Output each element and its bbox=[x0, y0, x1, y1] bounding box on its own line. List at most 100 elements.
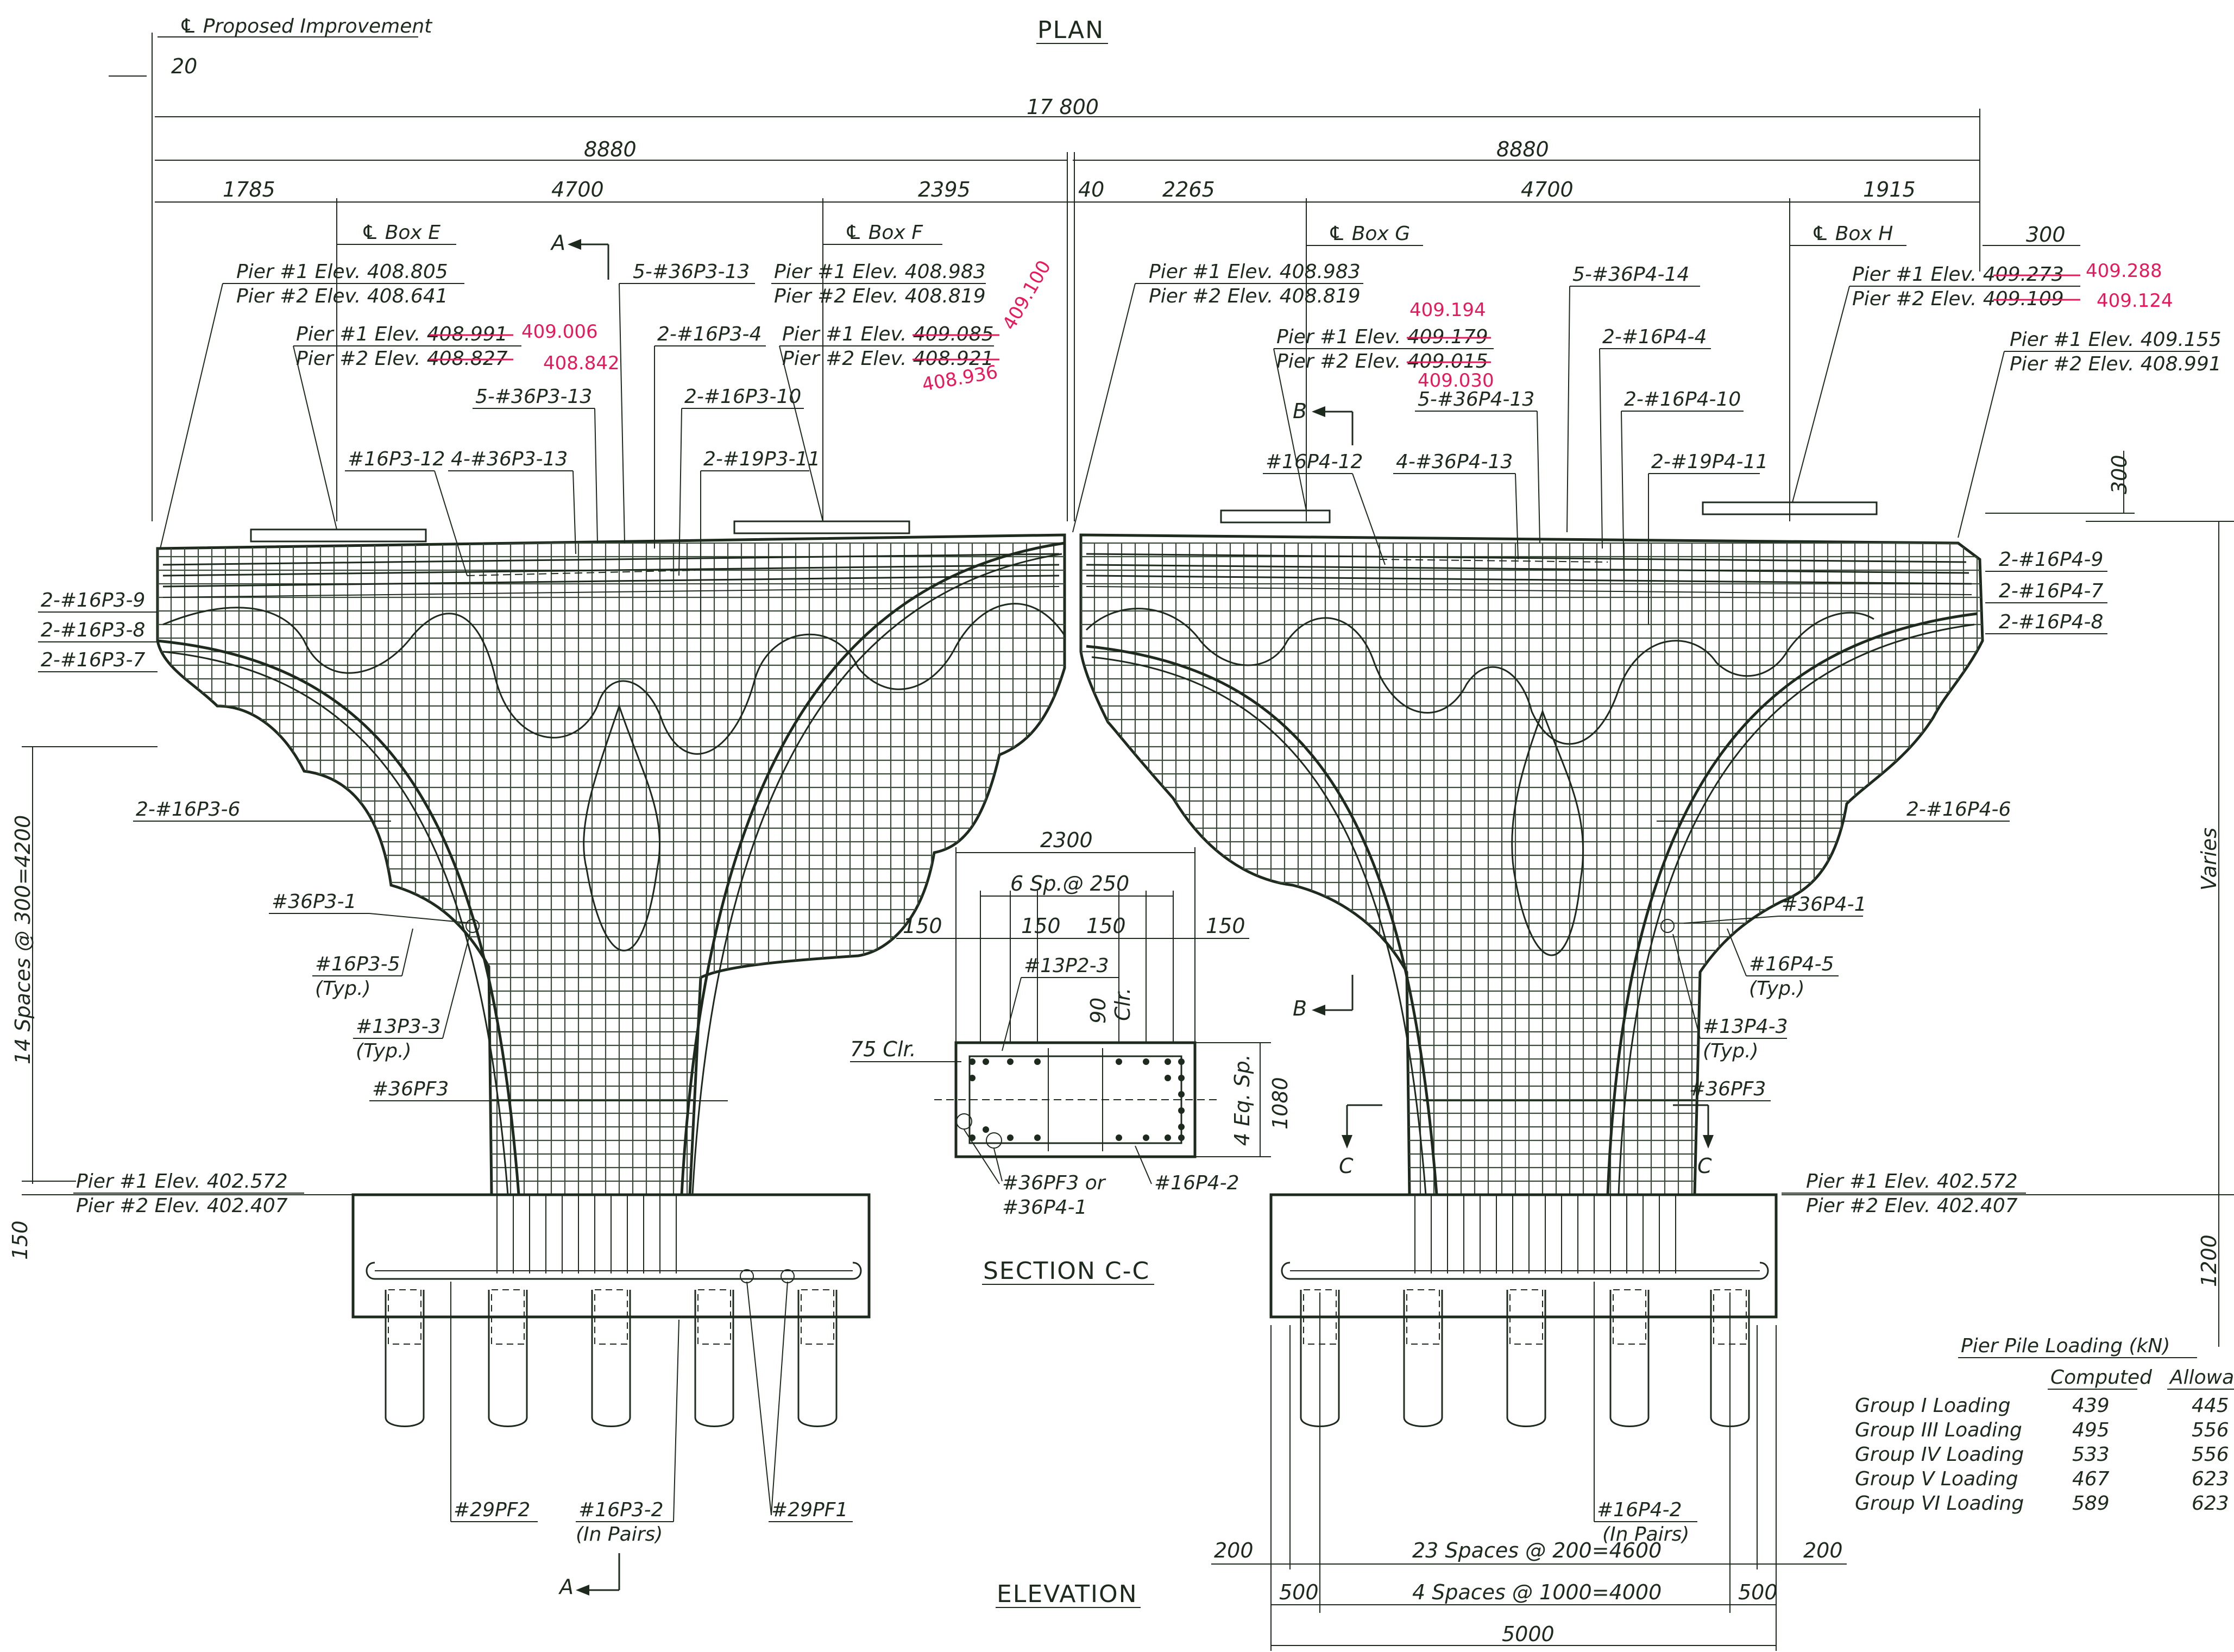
bar-16p4-2-pairs: (In Pairs) bbox=[1602, 1523, 1689, 1546]
proposed-improvement-label: ℄ Proposed Improvement bbox=[179, 15, 433, 37]
bar-16p3-2: #16P3-2 bbox=[578, 1499, 663, 1521]
dim-4700-right: 4700 bbox=[1521, 178, 1574, 201]
dim-8880-left: 8880 bbox=[584, 137, 637, 161]
elev-r4a: Pier #1 Elev. 409.155 bbox=[2010, 329, 2222, 351]
section-title: SECTION C-C bbox=[983, 1257, 1150, 1285]
elev-l1a: Pier #1 Elev. 408.805 bbox=[236, 261, 448, 283]
bar-5-36p4-13: 5-#36P4-13 bbox=[1418, 388, 1534, 411]
sec-bar-36p4-1: #36P4-1 bbox=[1002, 1196, 1087, 1219]
dim-500-left: 500 bbox=[1279, 1580, 1319, 1604]
cut-a-top: A bbox=[550, 231, 565, 255]
cut-b-bottom: B bbox=[1293, 997, 1307, 1020]
box-centerlines: ℄ Box E ℄ Box F ℄ Box G ℄ Box H 300 bbox=[337, 222, 2080, 247]
sec-dim-1080: 1080 bbox=[1268, 1077, 1292, 1130]
cut-c-right: C bbox=[1697, 1154, 1712, 1178]
elev-r4b: Pier #2 Elev. 408.991 bbox=[2010, 353, 2222, 375]
bar-16p4-5: #16P4-5 bbox=[1749, 953, 1834, 975]
right-pier bbox=[1079, 501, 1984, 1427]
plan-title: PLAN bbox=[1037, 16, 1104, 44]
sec-dim-150d: 150 bbox=[1206, 914, 1245, 938]
bar-16p3-5: #16P3-5 bbox=[315, 953, 400, 975]
loading-computed: 589 bbox=[2072, 1492, 2110, 1515]
corr-409124: 409.124 bbox=[2097, 290, 2173, 312]
bar-2-16p3-8: 2-#16P3-8 bbox=[41, 619, 145, 641]
bar-4-36p4-13: 4-#36P4-13 bbox=[1396, 451, 1513, 473]
loading-computed: 495 bbox=[2072, 1419, 2110, 1441]
sec-dim-2300: 2300 bbox=[1040, 828, 1093, 852]
bar-36pf3-left: #36PF3 bbox=[372, 1078, 449, 1100]
sec-dim-clr: Clr. bbox=[1111, 988, 1135, 1021]
loading-allowable: 445 bbox=[2192, 1395, 2229, 1417]
dim-20: 20 bbox=[171, 54, 197, 78]
top-dimensions: ℄ Proposed Improvement 20 17 800 8880 88… bbox=[109, 15, 1980, 521]
bar-16p4-2: #16P4-2 bbox=[1597, 1499, 1682, 1521]
sec-dim-150a: 150 bbox=[903, 914, 942, 938]
bar-2-19p4-11: 2-#19P4-11 bbox=[1651, 451, 1768, 473]
loading-col-allowable: Allowal bbox=[2169, 1366, 2234, 1389]
left-labels: Pier #1 Elev. 408.805 Pier #2 Elev. 408.… bbox=[8, 257, 1055, 1546]
loading-group: Group IV Loading bbox=[1855, 1443, 2024, 1466]
elev-bl-a: Pier #1 Elev. 402.572 bbox=[76, 1170, 288, 1193]
sec-dim-75clr: 75 Clr. bbox=[850, 1037, 916, 1061]
dim-1785: 1785 bbox=[223, 178, 275, 201]
bar-4-36p3-13: 4-#36P3-13 bbox=[451, 448, 568, 470]
dim-300-top: 300 bbox=[2026, 223, 2066, 247]
dim-2265: 2265 bbox=[1162, 178, 1215, 201]
bar-16p4-5-typ: (Typ.) bbox=[1749, 978, 1805, 1000]
dim-200-right: 200 bbox=[1803, 1538, 1843, 1562]
cut-b-top: B bbox=[1293, 399, 1307, 423]
corr-408842: 408.842 bbox=[543, 352, 620, 374]
bar-2-16p4-6: 2-#16P4-6 bbox=[1906, 798, 2011, 821]
left-pier bbox=[156, 520, 1066, 1427]
dim-40: 40 bbox=[1078, 178, 1104, 201]
bar-2-16p4-4: 2-#16P4-4 bbox=[1602, 326, 1707, 348]
dim-23-spaces: 23 Spaces @ 200=4600 bbox=[1412, 1538, 1662, 1562]
dim-5000: 5000 bbox=[1502, 1622, 1555, 1646]
loading-computed: 533 bbox=[2072, 1443, 2110, 1466]
loading-computed: 467 bbox=[2072, 1468, 2110, 1490]
dim-2395: 2395 bbox=[918, 178, 971, 201]
elev-l3a: Pier #1 Elev. 408.983 bbox=[774, 261, 986, 283]
bar-2-16p3-4: 2-#16P3-4 bbox=[657, 323, 762, 345]
sec-dim-150b: 150 bbox=[1021, 914, 1061, 938]
loading-allowable: 623 bbox=[2192, 1468, 2229, 1490]
loading-title: Pier Pile Loading (kN) bbox=[1961, 1335, 2170, 1357]
corr-409006: 409.006 bbox=[521, 321, 598, 343]
bar-16p4-12: #16P4-12 bbox=[1266, 451, 1363, 473]
bar-13p3-3: #13P3-3 bbox=[356, 1016, 440, 1038]
box-f-label: ℄ Box F bbox=[845, 222, 923, 244]
elev-l1b: Pier #2 Elev. 408.641 bbox=[236, 285, 448, 307]
sec-dim-90: 90 bbox=[1086, 998, 1110, 1024]
loading-computed: 439 bbox=[2072, 1395, 2110, 1417]
bar-2-16p3-7: 2-#16P3-7 bbox=[41, 649, 145, 671]
cut-a-bottom: A bbox=[558, 1575, 574, 1599]
cut-marks: A A B B C C bbox=[550, 231, 1714, 1599]
sec-dim-4eq: 4 Eq. Sp. bbox=[1230, 1054, 1254, 1146]
sec-dim-150c: 150 bbox=[1086, 914, 1126, 938]
corr-409194: 409.194 bbox=[1409, 299, 1486, 321]
bar-29pf1: #29PF1 bbox=[771, 1499, 848, 1521]
right-labels: Pier #1 Elev. 408.983 Pier #2 Elev. 408.… bbox=[1072, 260, 2234, 1651]
bar-2-16p4-8: 2-#16P4-8 bbox=[1999, 611, 2103, 633]
dim-17800: 17 800 bbox=[1027, 95, 1099, 119]
bar-2-16p4-9: 2-#16P4-9 bbox=[1999, 548, 2103, 571]
dim-4700-left: 4700 bbox=[551, 178, 604, 201]
sec-bar-16p4-2: #16P4-2 bbox=[1154, 1172, 1239, 1194]
loading-group: Group III Loading bbox=[1855, 1419, 2022, 1441]
bar-13p3-3-typ: (Typ.) bbox=[356, 1040, 412, 1062]
corr-409030: 409.030 bbox=[1418, 370, 1494, 392]
bar-2-19p3-11: 2-#19P3-11 bbox=[703, 448, 820, 470]
bar-29pf2: #29PF2 bbox=[454, 1499, 530, 1521]
section-c-c: 2300 6 Sp.@ 250 150 150 150 150 75 Clr. … bbox=[850, 828, 1292, 1219]
dim-1915: 1915 bbox=[1863, 178, 1916, 201]
loading-group: Group I Loading bbox=[1855, 1395, 2011, 1417]
dim-varies: Varies bbox=[2197, 828, 2221, 891]
bar-5-36p3-13b: 5-#36P3-13 bbox=[475, 386, 592, 408]
cut-c-left: C bbox=[1339, 1154, 1354, 1178]
loading-allowable: 623 bbox=[2192, 1492, 2229, 1515]
corr-409288: 409.288 bbox=[2086, 260, 2162, 282]
dim-4-spaces: 4 Spaces @ 1000=4000 bbox=[1412, 1580, 1662, 1604]
dim-8880-right: 8880 bbox=[1496, 137, 1549, 161]
elev-bl-b: Pier #2 Elev. 402.407 bbox=[76, 1195, 288, 1217]
